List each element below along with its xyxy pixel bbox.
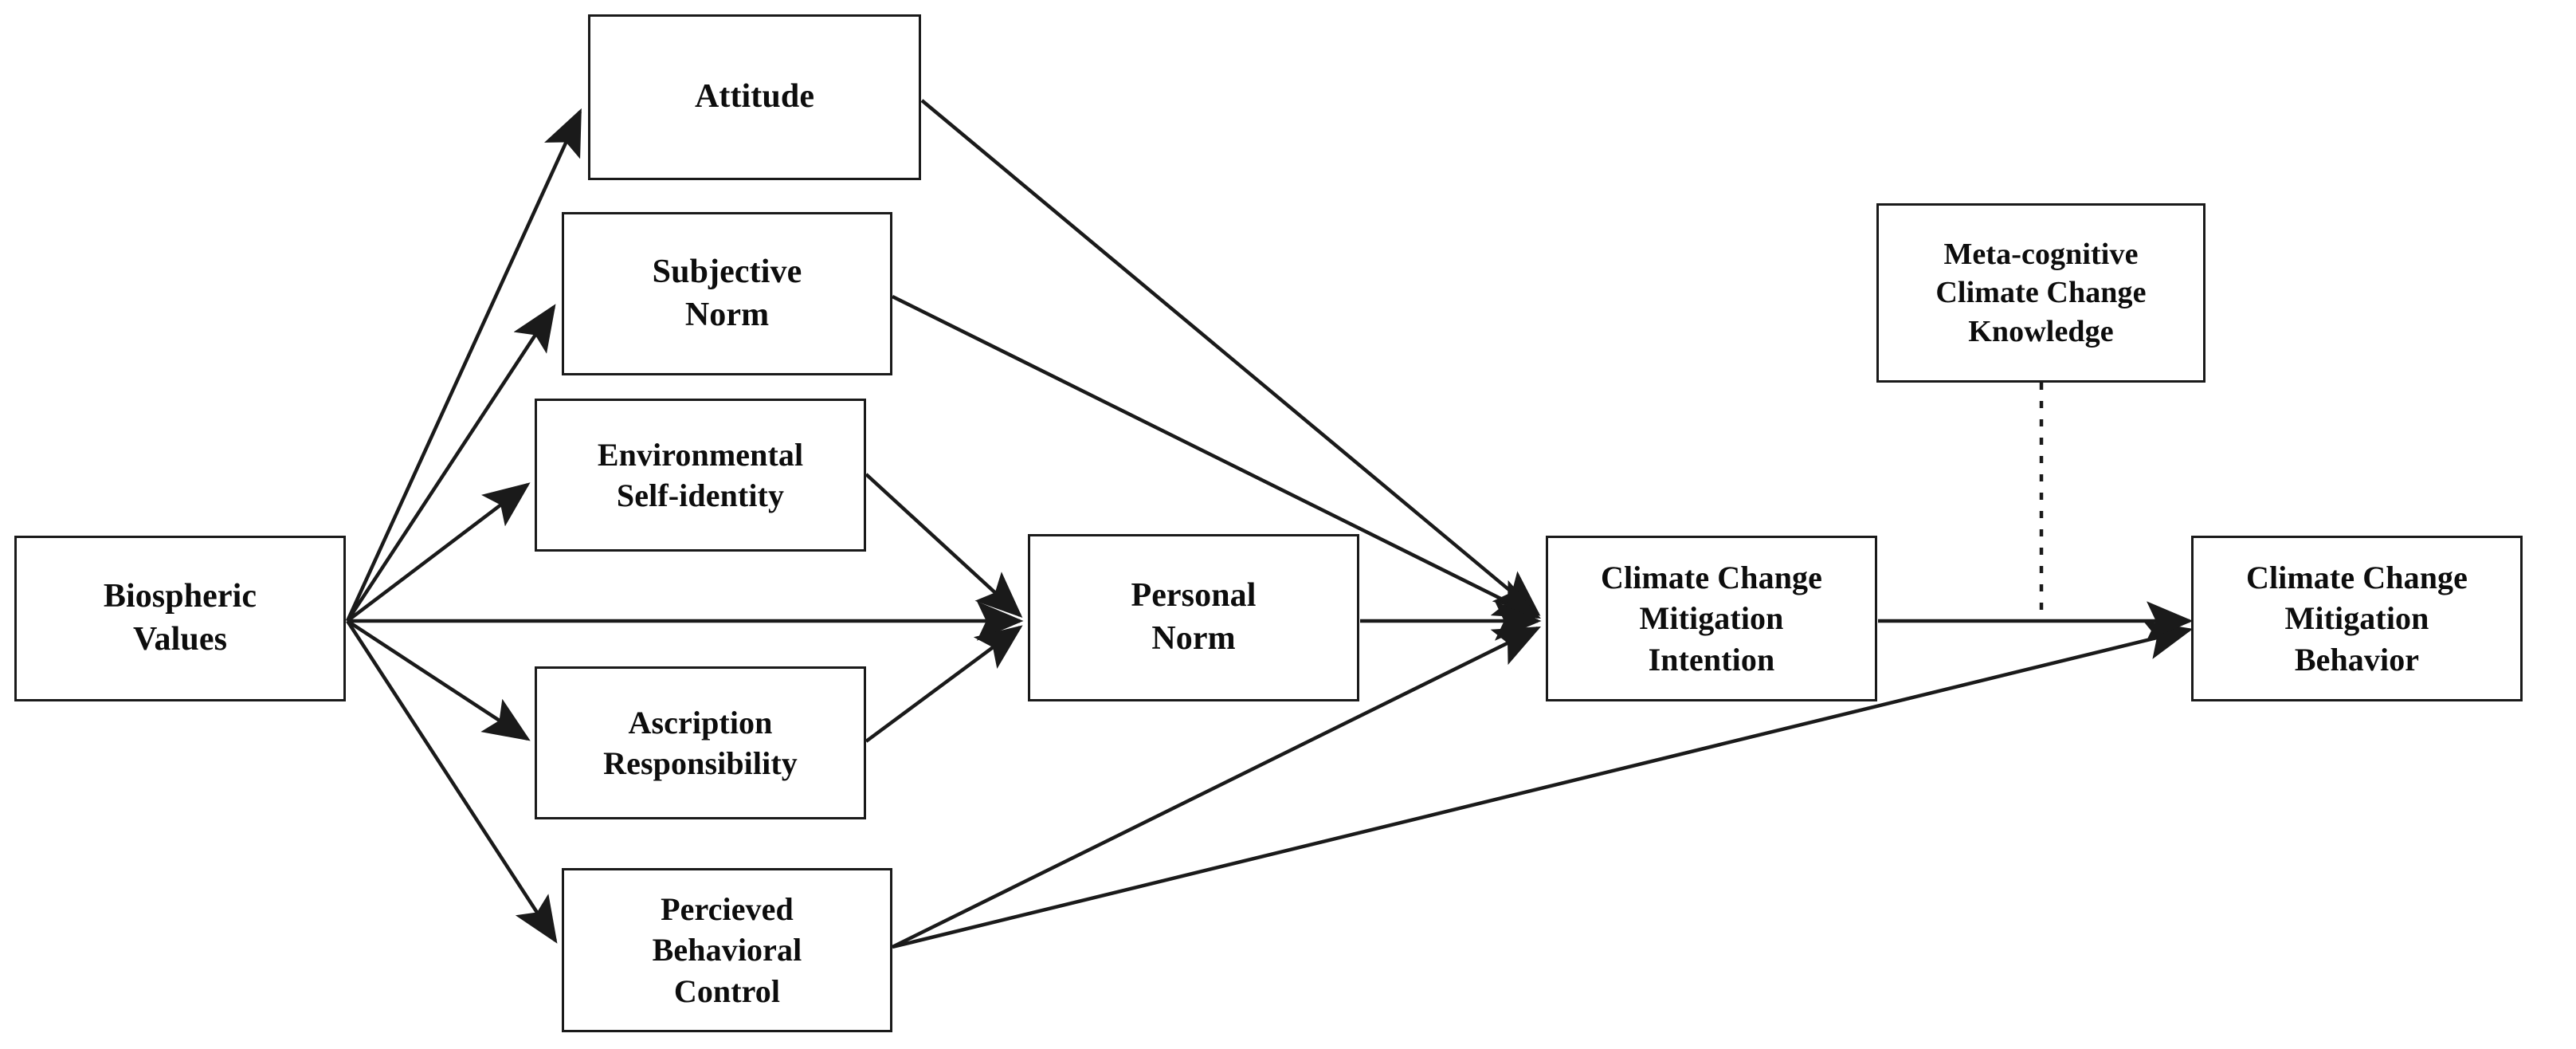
node-ascription-responsibility[interactable]: Ascription Responsibility — [535, 666, 866, 819]
node-personal-norm[interactable]: Personal Norm — [1028, 534, 1359, 701]
node-percieved-behavioral-control[interactable]: Percieved Behavioral Control — [562, 868, 892, 1032]
node-biospheric-values[interactable]: Biospheric Values — [14, 536, 346, 701]
node-meta-cognitive-climate-change-knowledge[interactable]: Meta-cognitive Climate Change Knowledge — [1876, 203, 2205, 383]
node-climate-change-mitigation-intention[interactable]: Climate Change Mitigation Intention — [1546, 536, 1877, 701]
node-subjective-norm[interactable]: Subjective Norm — [562, 212, 892, 375]
edge-biospheric-to-percieved-behavioral-control — [346, 619, 558, 944]
node-label-subjective-norm: Subjective Norm — [652, 253, 802, 333]
edge-biospheric-to-ascription-responsibility — [346, 619, 531, 741]
node-label-ascription-responsibility: Ascription Responsibility — [603, 704, 798, 781]
edge-biospheric-to-environmental-self-identity — [346, 482, 531, 623]
node-label-environmental-self-identity: Environmental Self-identity — [597, 436, 804, 513]
node-label-climate-change-mitigation-behavior: Climate Change Mitigation Behavior — [2245, 560, 2468, 678]
node-label-biospheric-values: Biospheric Values — [103, 578, 257, 658]
edge-environmental-self-identity-to-personal-norm — [865, 473, 1023, 619]
node-label-climate-change-mitigation-intention: Climate Change Mitigation Intention — [1600, 560, 1823, 678]
node-label-meta-cognitive-climate-change-knowledge: Meta-cognitive Climate Change Knowledge — [1935, 237, 2147, 348]
edge-ascription-responsibility-to-personal-norm — [865, 625, 1023, 743]
node-environmental-self-identity[interactable]: Environmental Self-identity — [535, 399, 866, 552]
node-label-personal-norm: Personal Norm — [1131, 577, 1257, 657]
node-label-attitude: Attitude — [694, 78, 815, 116]
node-climate-change-mitigation-behavior[interactable]: Climate Change Mitigation Behavior — [2191, 536, 2523, 701]
node-label-percieved-behavioral-control: Percieved Behavioral Control — [652, 891, 802, 1009]
node-attitude[interactable]: Attitude — [588, 14, 921, 180]
edge-biospheric-to-subjective-norm — [346, 304, 556, 623]
